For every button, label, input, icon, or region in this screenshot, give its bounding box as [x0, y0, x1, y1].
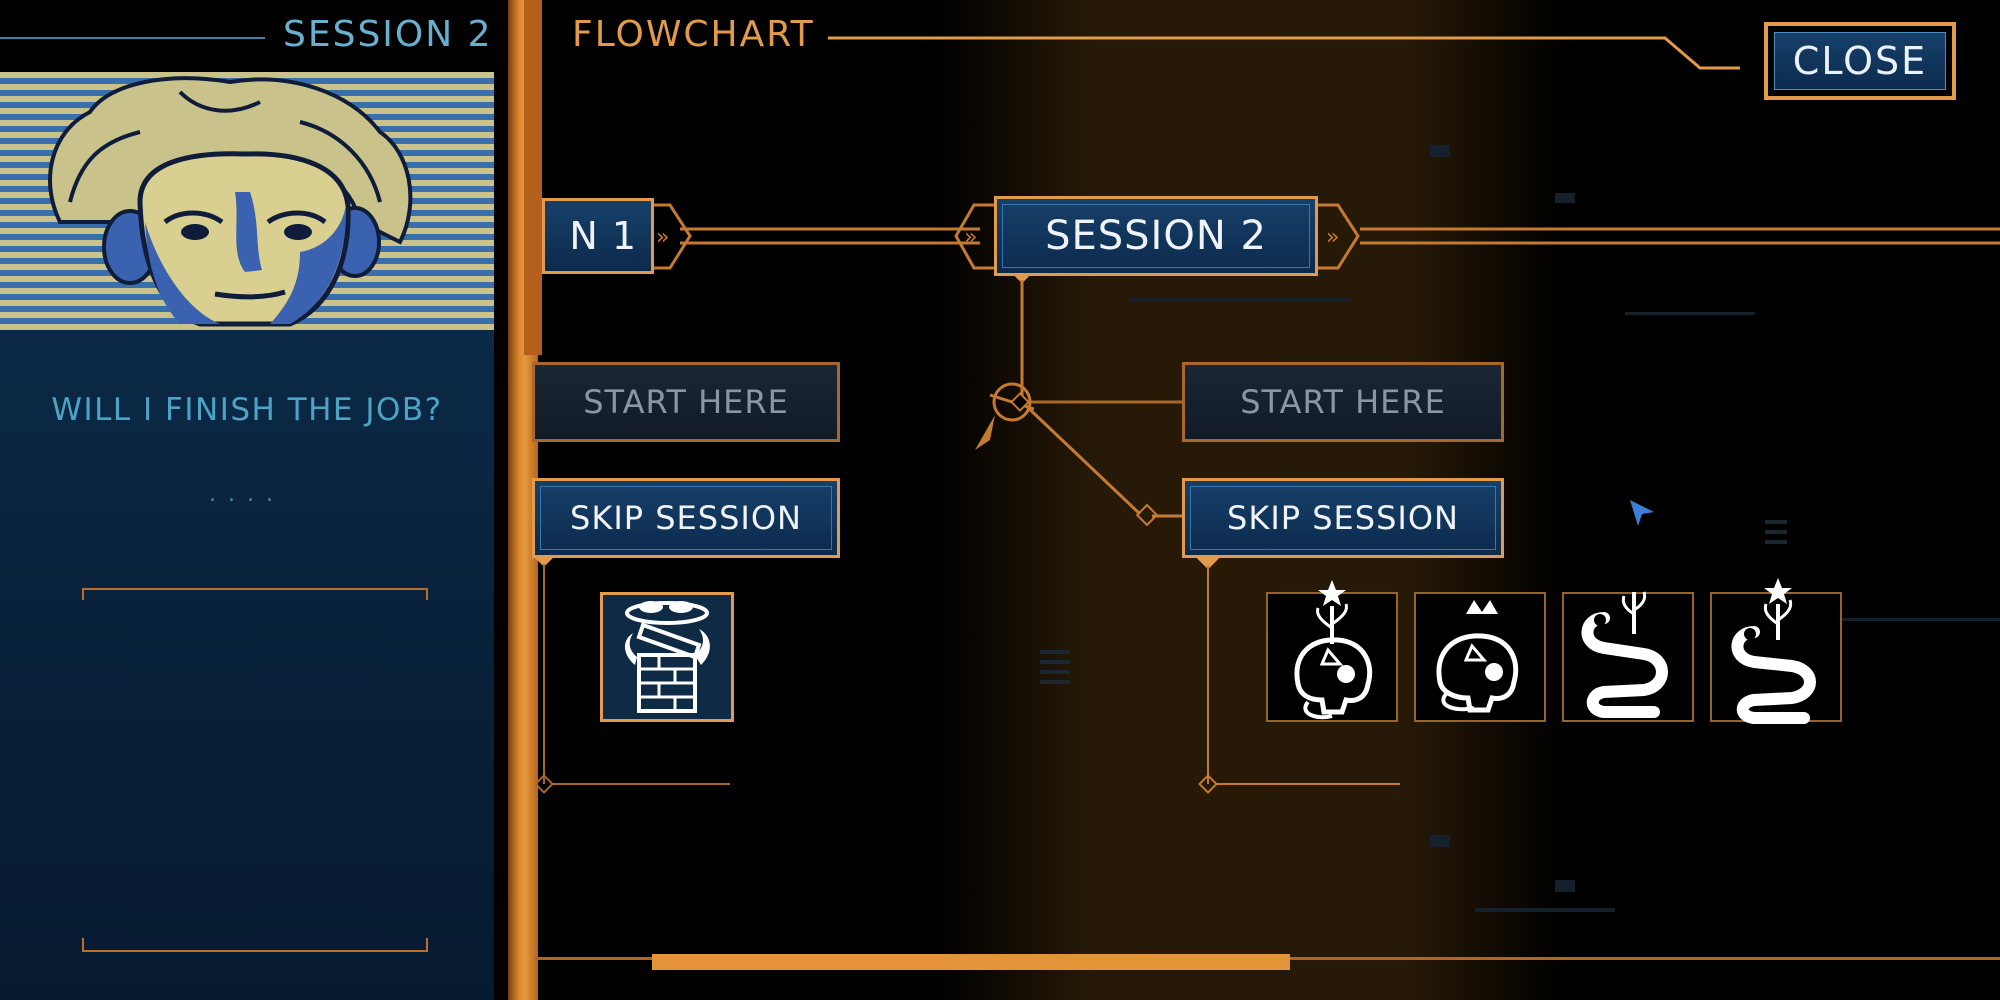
outcome-snake-skull-flower[interactable]: [1710, 578, 1842, 724]
outcome-skull-flower[interactable]: [1266, 580, 1398, 722]
answer-box-corner-tl: [82, 588, 84, 600]
skip-session-label: SKIP SESSION: [1227, 499, 1459, 537]
glitch-artifact: [1430, 145, 1450, 157]
snake-skull-flower-icon: [1731, 578, 1816, 724]
glitch-artifact: [1555, 880, 1575, 892]
session-label: SESSION 2: [283, 14, 493, 55]
answer-box-top-rule: [82, 588, 428, 590]
svg-text:»: »: [1326, 225, 1339, 250]
glitch-artifact: [1130, 298, 1350, 301]
skip-session-button-left[interactable]: SKIP SESSION: [532, 478, 840, 558]
session-2-label: SESSION 2: [1045, 213, 1267, 259]
answer-box-corner-bl: [82, 938, 84, 950]
answer-box-corner-tr: [426, 588, 428, 600]
glitch-artifact: [1475, 908, 1615, 912]
session-2-node[interactable]: SESSION 2: [994, 196, 1318, 276]
start-here-button-right[interactable]: START HERE: [1182, 362, 1504, 442]
answer-box-corner-br: [426, 938, 428, 950]
skull-flower-icon: [1294, 580, 1373, 720]
session-1-label: N 1: [569, 214, 637, 258]
snake-skull-icon: [1581, 591, 1668, 718]
skip-session-button-right[interactable]: SKIP SESSION: [1182, 478, 1504, 558]
skip-session-label: SKIP SESSION: [570, 499, 802, 537]
close-button[interactable]: CLOSE: [1764, 22, 1956, 100]
outcome-snake-skull[interactable]: [1562, 591, 1694, 722]
session-1-node[interactable]: N 1: [542, 198, 654, 274]
start-here-button-left[interactable]: START HERE: [532, 362, 840, 442]
answer-box-bottom-rule: [82, 950, 428, 952]
character-portrait: [0, 72, 494, 330]
glitch-artifact: [1625, 312, 1755, 315]
svg-text:»: »: [964, 225, 977, 250]
skull-crown-icon: [1436, 600, 1519, 713]
glitch-artifact: [1820, 618, 2000, 621]
flowchart-title: FLOWCHART: [572, 14, 815, 55]
glitch-artifact: [1040, 650, 1070, 686]
glitch-artifact: [1555, 193, 1575, 203]
outcome-skull-crown[interactable]: [1414, 592, 1546, 722]
header-rule: [0, 37, 265, 39]
burning-chimney-icon: [624, 601, 710, 713]
panel-divider-notch: [524, 0, 542, 355]
glitch-artifact: [1430, 835, 1450, 847]
svg-text:»: »: [656, 225, 669, 250]
close-button-label: CLOSE: [1774, 32, 1946, 90]
answer-box: [82, 588, 428, 952]
horizontal-scrollbar-thumb[interactable]: [652, 954, 1290, 970]
glitch-artifact: [1765, 520, 1787, 550]
loading-dots: ....: [209, 482, 285, 507]
start-here-label: START HERE: [583, 383, 789, 421]
session-question: WILL I FINISH THE JOB?: [51, 392, 443, 428]
start-here-label: START HERE: [1240, 383, 1446, 421]
cursor-icon: [1630, 500, 1654, 526]
character-face-illustration: [48, 76, 413, 327]
session-header: [0, 0, 494, 72]
outcome-burning-chimney[interactable]: [600, 592, 734, 722]
